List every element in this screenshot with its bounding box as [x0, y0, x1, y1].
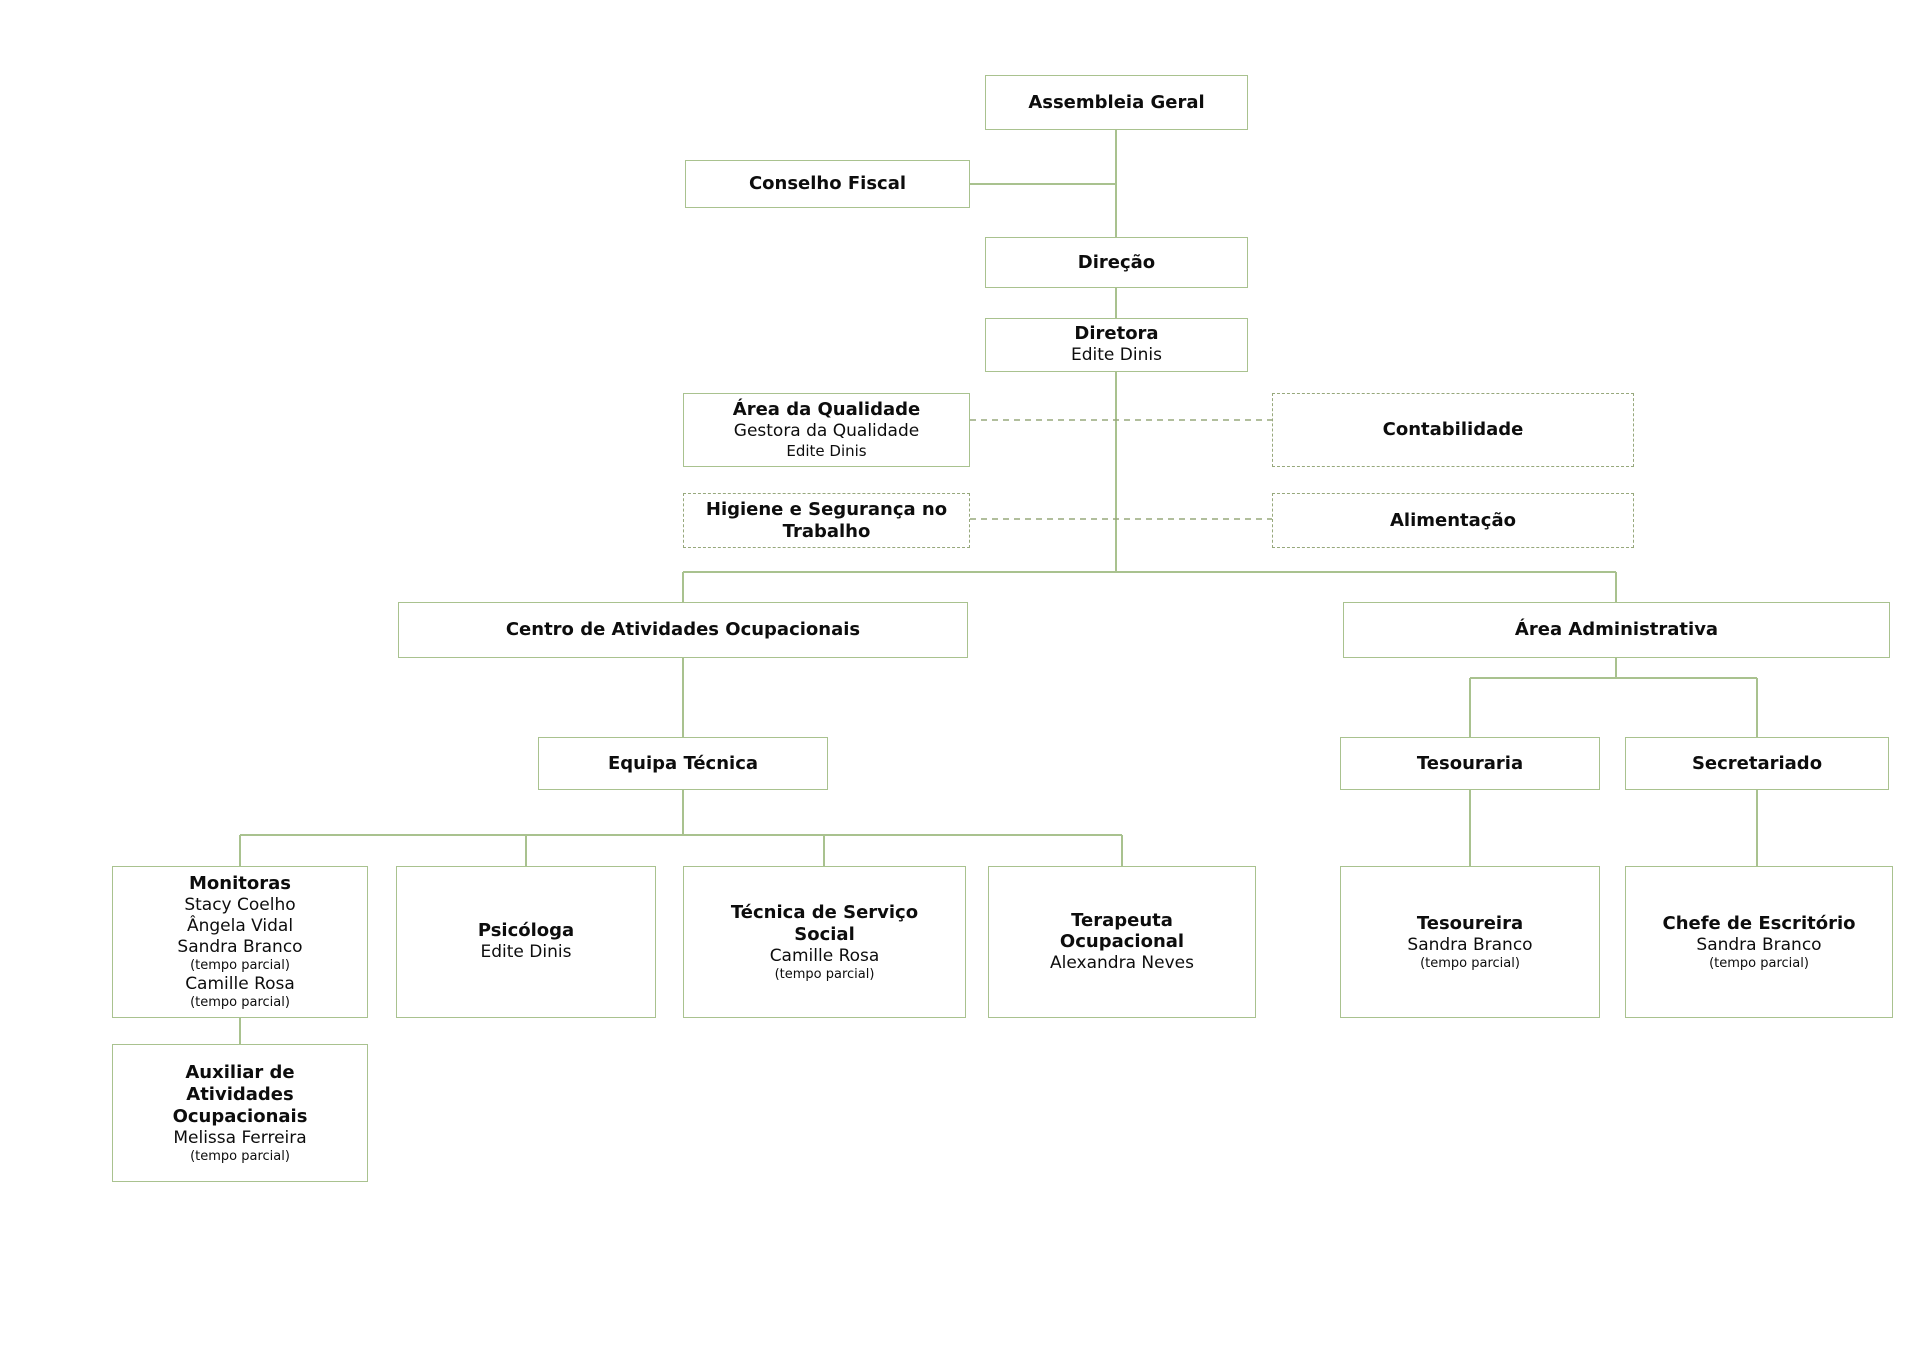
node-note: (tempo parcial)	[774, 966, 875, 982]
node-title: Tesouraria	[1416, 752, 1524, 774]
org-node-monitoras: Monitoras Stacy Coelho Ângela Vidal Sand…	[112, 866, 368, 1018]
node-note: (tempo parcial)	[190, 995, 290, 1011]
node-title: Área da Qualidade	[732, 399, 921, 421]
org-node-tesouraria: Tesouraria	[1340, 737, 1600, 790]
node-title: Chefe de Escritório	[1662, 912, 1856, 934]
node-title: Equipa Técnica	[607, 752, 759, 774]
node-person: Edite Dinis	[786, 442, 867, 461]
org-node-chefe-escritorio: Chefe de Escritório Sandra Branco (tempo…	[1625, 866, 1893, 1018]
node-title: Direção	[1077, 251, 1156, 273]
node-title: Técnica de Serviço Social	[730, 901, 919, 945]
org-node-alimentacao: Alimentação	[1272, 493, 1634, 548]
node-person: Alexandra Neves	[1050, 953, 1194, 974]
org-node-area-administrativa: Área Administrativa	[1343, 602, 1890, 658]
node-title: Terapeuta Ocupacional	[1059, 909, 1185, 953]
org-node-contabilidade: Contabilidade	[1272, 393, 1634, 467]
node-person: Ângela Vidal	[186, 916, 294, 937]
node-title: Contabilidade	[1382, 419, 1524, 441]
org-node-area-da-qualidade: Área da Qualidade Gestora da Qualidade E…	[683, 393, 970, 467]
org-node-equipa-tecnica: Equipa Técnica	[538, 737, 828, 790]
org-node-centro-atividades-ocupacionais: Centro de Atividades Ocupacionais	[398, 602, 968, 658]
org-node-diretora: Diretora Edite Dinis	[985, 318, 1248, 372]
node-person: Edite Dinis	[1071, 345, 1162, 366]
org-node-conselho-fiscal: Conselho Fiscal	[685, 160, 970, 208]
node-person: Sandra Branco	[1696, 934, 1822, 955]
node-note: (tempo parcial)	[1420, 955, 1520, 971]
org-node-terapeuta-ocupacional: Terapeuta Ocupacional Alexandra Neves	[988, 866, 1256, 1018]
node-note: (tempo parcial)	[190, 958, 290, 974]
node-role: Gestora da Qualidade	[733, 421, 920, 442]
node-title: Monitoras	[189, 873, 291, 895]
org-node-direcao: Direção	[985, 237, 1248, 288]
org-node-psicologa: Psicóloga Edite Dinis	[396, 866, 656, 1018]
node-person: Camille Rosa	[185, 974, 295, 995]
node-person: Camille Rosa	[769, 945, 880, 966]
org-node-assembleia-geral: Assembleia Geral	[985, 75, 1248, 130]
node-title: Secretariado	[1691, 752, 1823, 774]
node-note: (tempo parcial)	[1709, 955, 1809, 971]
node-title: Conselho Fiscal	[748, 173, 907, 195]
node-title: Centro de Atividades Ocupacionais	[505, 619, 861, 641]
node-title: Tesoureira	[1416, 912, 1524, 934]
org-node-secretariado: Secretariado	[1625, 737, 1889, 790]
node-person: Sandra Branco	[1407, 934, 1533, 955]
node-title: Alimentação	[1390, 509, 1516, 531]
node-title: Psicóloga	[477, 920, 575, 942]
org-node-auxiliar-atividades-ocupacionais: Auxiliar de Atividades Ocupacionais Meli…	[112, 1044, 368, 1182]
node-title: Diretora	[1074, 323, 1159, 345]
node-note: (tempo parcial)	[190, 1148, 290, 1164]
org-node-tesoureira: Tesoureira Sandra Branco (tempo parcial)	[1340, 866, 1600, 1018]
node-title: Assembleia Geral	[1028, 91, 1205, 113]
node-person: Melissa Ferreira	[173, 1127, 307, 1148]
node-title: Higiene e Segurança no Trabalho	[705, 498, 948, 542]
node-person: Stacy Coelho	[184, 895, 296, 916]
org-node-higiene-seguranca: Higiene e Segurança no Trabalho	[683, 493, 970, 548]
node-person: Edite Dinis	[480, 942, 572, 963]
node-title: Área Administrativa	[1514, 619, 1719, 641]
node-title: Auxiliar de Atividades Ocupacionais	[172, 1061, 308, 1127]
org-node-tecnica-servico-social: Técnica de Serviço Social Camille Rosa (…	[683, 866, 966, 1018]
node-person: Sandra Branco	[177, 937, 303, 958]
